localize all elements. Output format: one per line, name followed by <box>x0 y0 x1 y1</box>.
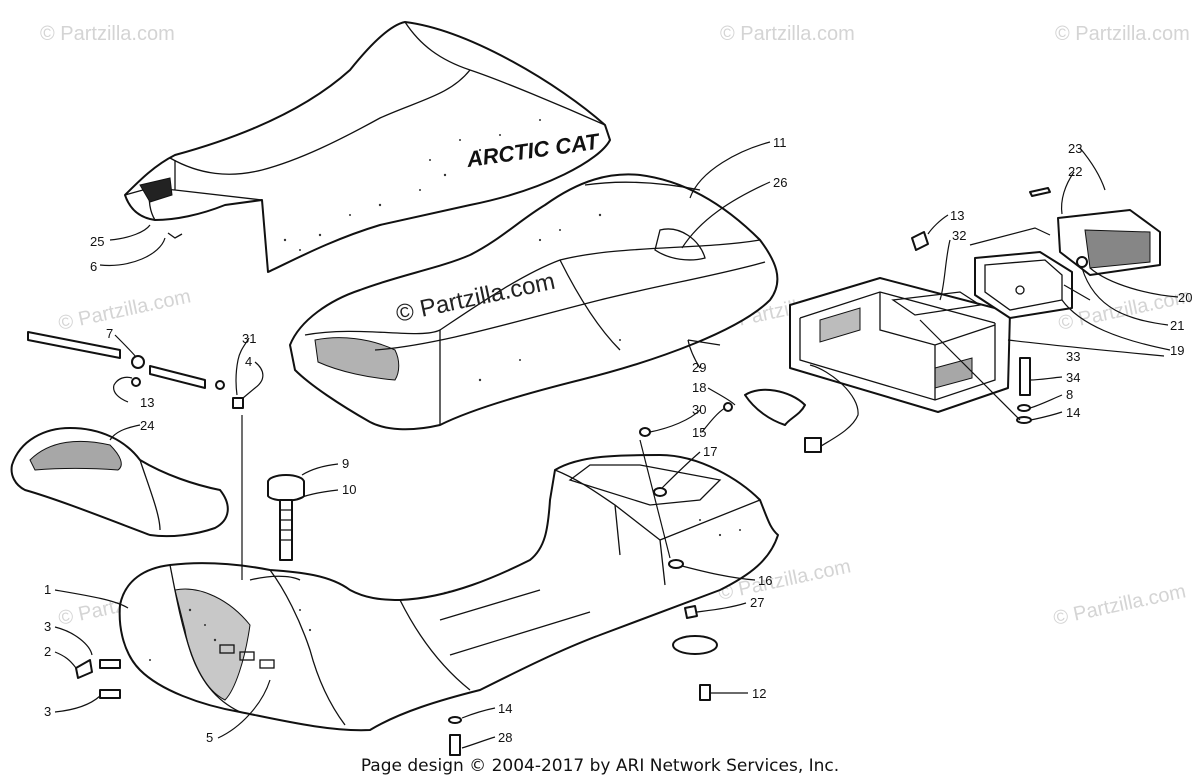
watermark: © Partzilla.com <box>56 285 192 335</box>
callout-label: 30 <box>692 402 706 417</box>
callout-label: 8 <box>1066 387 1073 402</box>
watermark: © Partzilla.com <box>1051 580 1187 630</box>
callout-label: 32 <box>952 228 966 243</box>
callout-label: 22 <box>1068 164 1082 179</box>
taillight-part <box>1057 209 1161 276</box>
callout-label: 21 <box>1170 318 1184 333</box>
callout-label: 9 <box>342 456 349 471</box>
watermark: © Partzilla.com <box>1055 23 1190 45</box>
callout-label: 13 <box>950 208 964 223</box>
callout-label: 14 <box>498 701 512 716</box>
wiring-harness-part <box>744 364 859 453</box>
callout-label: 5 <box>206 730 213 745</box>
callout-label: 10 <box>342 482 356 497</box>
callout-label: 26 <box>773 175 787 190</box>
callout-label: 25 <box>90 234 104 249</box>
callout-label: 3 <box>44 704 51 719</box>
callout-label: 14 <box>1066 405 1080 420</box>
leader-lines <box>54 141 1179 749</box>
callout-label: 33 <box>1066 349 1080 364</box>
callout-label: 15 <box>692 425 706 440</box>
callout-label: 34 <box>1066 370 1080 385</box>
callout-label: 20 <box>1178 290 1192 305</box>
side-panel-part <box>10 427 229 538</box>
lens-mount-part <box>974 251 1073 319</box>
callout-label: 31 <box>242 331 256 346</box>
rear-rack-part <box>789 277 1011 413</box>
seat-cover-part: ARCTIC CAT <box>124 21 611 273</box>
callout-label: 28 <box>498 730 512 745</box>
callout-label: 27 <box>750 595 764 610</box>
watermark: © Partzilla.com <box>720 23 855 45</box>
callout-label: 3 <box>44 619 51 634</box>
callout-label: 17 <box>703 444 717 459</box>
callout-label: 2 <box>44 644 51 659</box>
watermark: © Partzilla.com <box>40 23 175 45</box>
callout-label: 24 <box>140 418 154 433</box>
gasket-part <box>891 291 982 316</box>
callout-label: 7 <box>106 326 113 341</box>
callout-label: 4 <box>245 354 252 369</box>
callout-label: 29 <box>692 360 706 375</box>
callout-labels: 25 6 11 26 23 22 13 32 20 21 19 33 34 8 … <box>44 135 1192 745</box>
fuel-cap-part <box>267 474 305 561</box>
callout-label: 11 <box>773 135 787 150</box>
hardware-parts <box>27 187 1088 756</box>
seat-base-part: © Partzilla.com <box>289 173 779 431</box>
callout-label: 1 <box>44 582 51 597</box>
callout-label: 16 <box>758 573 772 588</box>
callout-label: 23 <box>1068 141 1082 156</box>
callout-label: 18 <box>692 380 706 395</box>
callout-label: 19 <box>1170 343 1184 358</box>
footer-copyright: Page design © 2004-2017 by ARI Network S… <box>360 756 840 776</box>
fuel-tank-part <box>118 454 779 732</box>
callout-label: 6 <box>90 259 97 274</box>
callout-label: 12 <box>752 686 766 701</box>
callout-label: 13 <box>140 395 154 410</box>
